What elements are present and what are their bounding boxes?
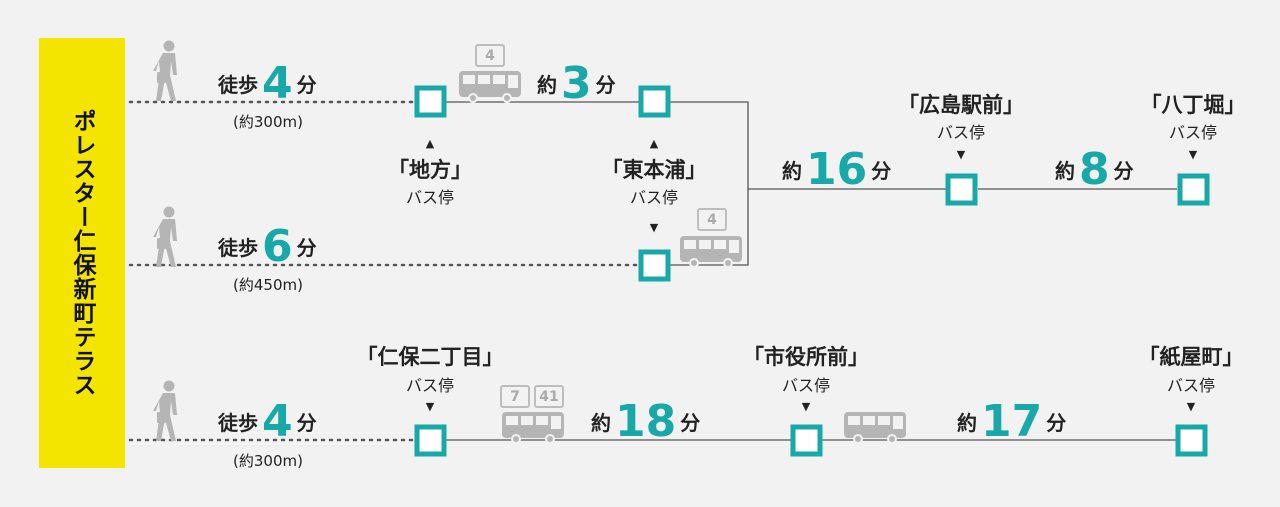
walk-unit: 分 (296, 236, 317, 260)
marker-up-icon: ▲ (425, 137, 435, 150)
bus-line-badge: 4 (697, 208, 727, 231)
marker-down-icon: ▼ (649, 221, 659, 234)
ride-minutes: 17 (981, 396, 1043, 447)
ride-minutes: 16 (806, 144, 868, 195)
ride-prefix: 約 (782, 159, 802, 183)
marker-down-icon: ▼ (1186, 400, 1196, 413)
marker-down-icon: ▼ (425, 400, 435, 413)
bus-line-badge: 41 (534, 385, 564, 408)
stop-name-higashihonura: 「東本浦」 (601, 158, 707, 182)
stop-name-niho-nichome: 「仁保二丁目」 (356, 345, 504, 369)
walk-distance-1: (約300m) (233, 113, 303, 131)
stop-name-shiyakusho-mae: 「市役所前」 (743, 345, 869, 369)
ride-prefix: 約 (591, 411, 611, 435)
stop-sub-higashihonura: バス停 (629, 188, 678, 207)
stop-square-chihou (414, 85, 447, 118)
stop-sub-niho-nichome: バス停 (405, 376, 454, 395)
ride-minutes: 18 (615, 396, 677, 447)
marker-down-icon: ▼ (956, 148, 966, 161)
stop-sub-hiroshima-ekimae: バス停 (936, 123, 985, 142)
stop-name-hiroshima-ekimae: 「広島駅前」 (898, 93, 1024, 117)
marker-down-icon: ▼ (801, 400, 811, 413)
walk-prefix: 徒歩 (218, 73, 258, 97)
walk-prefix: 徒歩 (218, 236, 258, 260)
ride-unit: 分 (1113, 159, 1134, 183)
stop-name-chihou: 「地方」 (388, 158, 472, 182)
stop-square-hiroshima-ekimae (945, 173, 978, 206)
stop-sub-kamiyacho: バス停 (1166, 376, 1215, 395)
origin-label: ポレスター仁保新町テラス (69, 109, 95, 397)
ride-unit: 分 (1046, 411, 1067, 435)
bus-line-badge: 7 (500, 385, 530, 408)
ride-unit: 分 (680, 411, 701, 435)
ride-unit: 分 (871, 159, 892, 183)
stop-square-hacchobori (1177, 173, 1210, 206)
ride-prefix: 約 (957, 411, 977, 435)
walk-minutes: 4 (262, 58, 293, 109)
walk-minutes: 6 (262, 221, 293, 272)
walking-person-icon (153, 206, 177, 267)
bus-icon (680, 236, 742, 268)
stop-sub-hacchobori: バス停 (1168, 123, 1217, 142)
bus-line-badge: 4 (475, 44, 505, 67)
walking-person-icon (153, 380, 177, 441)
stop-name-kamiyacho: 「紙屋町」 (1138, 345, 1244, 369)
stop-square-niho-nichome (414, 424, 447, 457)
bus-icon (502, 412, 564, 444)
stop-square-kamiyacho (1175, 424, 1208, 457)
walking-person-icon (153, 40, 177, 101)
ride-minutes: 3 (561, 58, 592, 109)
walk-minutes: 4 (262, 396, 293, 447)
stop-name-hacchobori: 「八丁堀」 (1140, 93, 1246, 117)
walk-unit: 分 (296, 411, 317, 435)
walk-distance-2: (約450m) (233, 276, 303, 294)
walk-distance-3: (約300m) (233, 452, 303, 470)
ride-minutes: 8 (1079, 144, 1110, 195)
origin-box: ポレスター仁保新町テラス (39, 38, 125, 468)
stop-square-higashihonura-bottom (638, 249, 671, 282)
walk-unit: 分 (296, 73, 317, 97)
stop-sub-chihou: バス停 (405, 188, 454, 207)
marker-up-icon: ▲ (649, 137, 659, 150)
bus-icon (459, 71, 521, 103)
ride-unit: 分 (595, 73, 616, 97)
stop-square-higashihonura-top (638, 85, 671, 118)
ride-prefix: 約 (537, 73, 557, 97)
ride-prefix: 約 (1055, 159, 1075, 183)
bus-icon (844, 412, 906, 444)
marker-down-icon: ▼ (1188, 148, 1198, 161)
bus-line-bracket (670, 101, 749, 266)
stop-square-shiyakusho-mae (790, 424, 823, 457)
stop-sub-shiyakusho-mae: バス停 (781, 376, 830, 395)
walk-prefix: 徒歩 (218, 411, 258, 435)
